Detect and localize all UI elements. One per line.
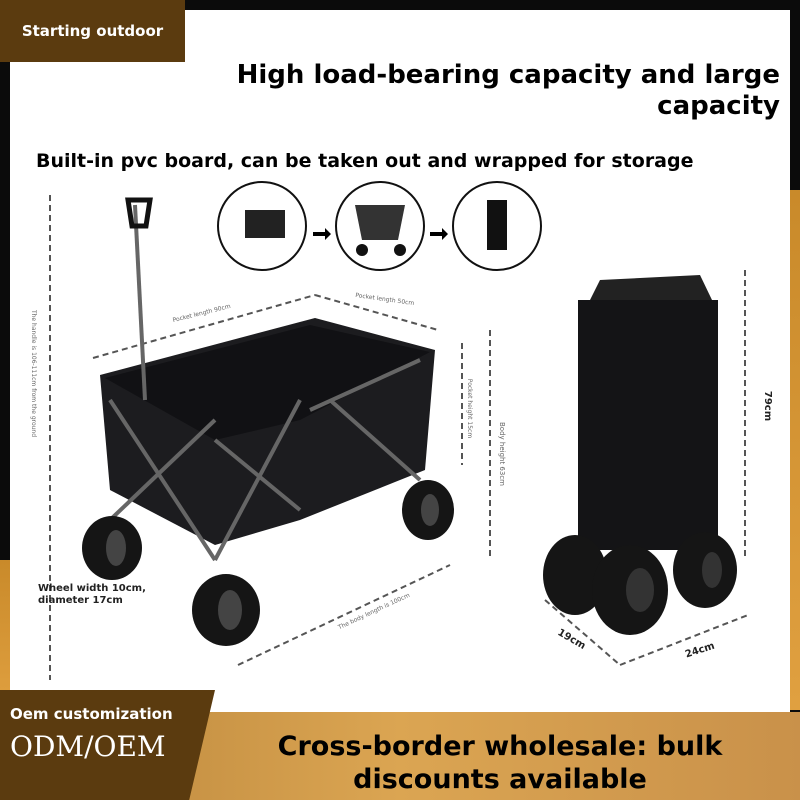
body-height-label: Body height 63cm (498, 421, 507, 487)
wheel-size-label: Wheel width 10cm, diameter 17cm (38, 583, 146, 606)
handle-height-label: The handle is 106-111cm from the ground (30, 309, 38, 438)
fold-step-2-cart (355, 205, 405, 240)
fold-step-1-cart (245, 210, 285, 238)
oem-label: Oem customization (10, 705, 173, 723)
gold-accent-left (0, 560, 12, 710)
oem-badge: Oem customization ODM/OEM (0, 690, 215, 800)
wholesale-text: Cross-border wholesale: bulk discounts a… (277, 731, 723, 795)
headline: High load-bearing capacity and large cap… (236, 60, 780, 121)
fold-step-3-cart (487, 200, 507, 250)
brand-badge: Starting outdoor (0, 0, 185, 62)
folded-wagon (543, 275, 737, 635)
pocket-height-label: Pocket height 15cm (466, 378, 474, 439)
folded-height-label: 79cm (762, 390, 774, 422)
subheadline: Built-in pvc board, can be taken out and… (36, 150, 694, 172)
gold-accent-right (788, 190, 800, 710)
odm-oem-label: ODM/OEM (10, 730, 166, 763)
wagon (82, 197, 454, 646)
